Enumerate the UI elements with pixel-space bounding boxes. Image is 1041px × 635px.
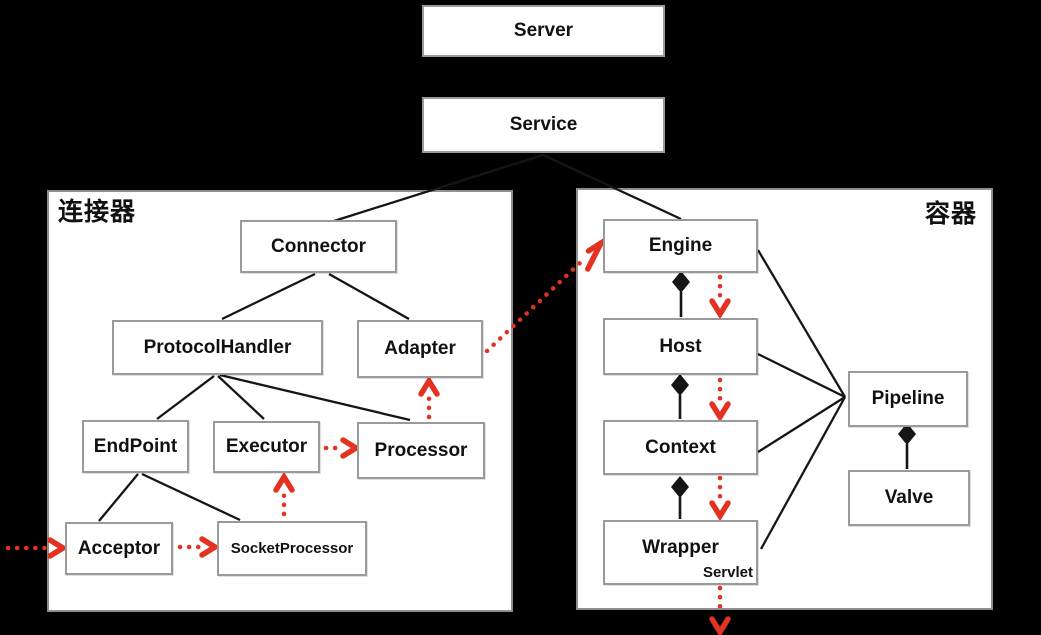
line-context-pipeline xyxy=(757,396,846,453)
node-servlet-label: Servlet xyxy=(702,564,753,581)
arrow-adapter-engine-head xyxy=(585,235,608,272)
arrow-context-wrapper-head xyxy=(709,500,731,522)
line-endpoint-socketprocessor xyxy=(141,472,241,522)
diamond-host-context-icon xyxy=(671,374,689,396)
arrow-entry-acceptor-head xyxy=(47,537,69,559)
line-connector-protocolhandler xyxy=(221,272,316,321)
node-connector: Connector xyxy=(240,220,397,273)
node-executor-label: Executor xyxy=(225,436,308,457)
node-context: Context xyxy=(603,420,758,475)
line-protocolhandler-endpoint xyxy=(156,375,215,420)
node-processor: Processor xyxy=(357,422,485,479)
node-processor-label: Processor xyxy=(374,439,468,461)
node-acceptor-label: Acceptor xyxy=(77,537,161,559)
node-host-label: Host xyxy=(659,335,702,357)
arrow-socketprocessor-executor-head xyxy=(273,471,295,493)
line-service-connector xyxy=(333,153,544,223)
line-connector-adapter xyxy=(328,272,410,321)
node-service: Service xyxy=(422,97,665,153)
node-protocolhandler-label: ProtocolHandler xyxy=(143,336,292,358)
diamond-engine-host-icon xyxy=(672,271,690,293)
line-service-engine xyxy=(542,153,682,221)
node-wrapper-label: Wrapper xyxy=(642,536,719,558)
node-pipeline-label: Pipeline xyxy=(871,388,945,409)
node-server-label: Server xyxy=(513,20,574,41)
node-pipeline: Pipeline xyxy=(848,371,968,427)
node-endpoint-label: EndPoint xyxy=(93,435,178,457)
node-adapter-label: Adapter xyxy=(384,338,456,359)
node-adapter: Adapter xyxy=(357,320,483,378)
node-valve: Valve xyxy=(848,470,970,526)
line-wrapper-pipeline xyxy=(759,396,847,550)
node-socketprocessor-label: SocketProcessor xyxy=(230,540,354,557)
diamond-pipeline-valve-icon xyxy=(898,423,916,445)
arrow-wrapper-out-head xyxy=(709,616,731,635)
node-context-label: Context xyxy=(645,436,716,458)
arrow-executor-processor-head xyxy=(340,437,362,459)
node-valve-label: Valve xyxy=(884,487,934,508)
arrow-adapter-engine-dots xyxy=(484,258,585,354)
node-acceptor: Acceptor xyxy=(65,522,173,575)
node-protocolhandler: ProtocolHandler xyxy=(112,320,323,375)
container-panel-label: 容器 xyxy=(925,200,978,228)
arrow-host-context-head xyxy=(709,401,731,423)
line-protocolhandler-executor xyxy=(217,375,265,420)
node-server: Server xyxy=(422,5,665,57)
arrow-acceptor-socketprocessor-head xyxy=(199,536,221,558)
node-engine-label: Engine xyxy=(648,235,713,256)
line-protocolhandler-processor xyxy=(219,373,411,422)
arrow-processor-adapter-head xyxy=(418,375,440,397)
line-engine-pipeline xyxy=(757,249,846,398)
node-engine: Engine xyxy=(603,219,758,273)
arrow-engine-host-head xyxy=(709,298,731,320)
connector-panel-label: 连接器 xyxy=(58,198,137,226)
node-endpoint: EndPoint xyxy=(82,420,189,473)
node-service-label: Service xyxy=(509,114,578,135)
node-executor: Executor xyxy=(213,421,320,473)
line-host-pipeline xyxy=(757,352,846,399)
node-connector-label: Connector xyxy=(271,235,366,257)
node-host: Host xyxy=(603,318,758,375)
node-socketprocessor: SocketProcessor xyxy=(217,521,367,576)
diamond-context-wrapper-icon xyxy=(671,476,689,498)
node-wrapper: Wrapper Servlet xyxy=(603,520,758,585)
line-endpoint-acceptor xyxy=(98,473,139,522)
